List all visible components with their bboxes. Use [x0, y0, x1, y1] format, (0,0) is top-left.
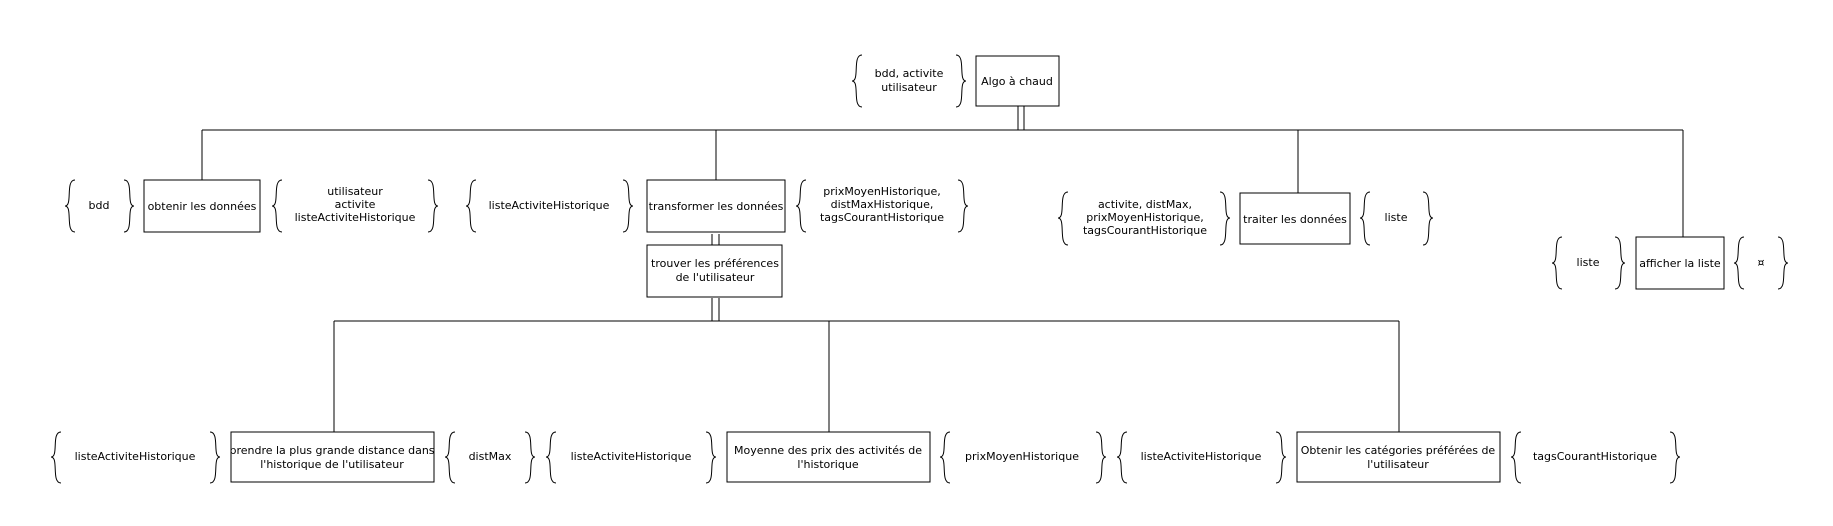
param-text: utilisateur — [881, 81, 937, 94]
param-text: activite — [335, 198, 376, 211]
param-text: distMax — [469, 450, 512, 463]
param-text: liste — [1385, 211, 1408, 224]
step-box-distance[interactable]: prendre la plus grande distance dans l'h… — [229, 431, 435, 483]
connector-lines — [201, 106, 1684, 432]
box-label: l'historique — [797, 458, 858, 471]
root-box[interactable]: Algo à chaud — [975, 55, 1060, 107]
box-label: de l'utilisateur — [676, 271, 755, 284]
step-box-obtenir[interactable]: obtenir les données — [143, 179, 261, 233]
step-box-categories[interactable]: Obtenir les catégories préférées de l'ut… — [1296, 431, 1501, 483]
param-text: tagsCourantHistorique — [820, 211, 944, 224]
box-label: traiter les données — [1243, 213, 1347, 226]
box-label: Obtenir les catégories préférées de — [1301, 444, 1496, 457]
param-text: activite, distMax, — [1098, 198, 1192, 211]
param-text: ¤ — [1758, 256, 1765, 269]
step-box-trouver[interactable]: trouver les préférences de l'utilisateur — [646, 244, 783, 298]
box-label: trouver les préférences — [651, 257, 779, 270]
param-text: bdd, activite — [875, 67, 944, 80]
box-label: transformer les données — [649, 200, 784, 213]
step-box-afficher[interactable]: afficher la liste — [1635, 236, 1725, 290]
box-label: Algo à chaud — [981, 75, 1053, 88]
param-text: liste — [1577, 256, 1600, 269]
traiter-output-param: liste — [1359, 191, 1434, 246]
param-text: listeActiviteHistorique — [489, 199, 610, 212]
obtenir-output-param: utilisateur activite listeActiviteHistor… — [271, 179, 439, 233]
box-label: l'utilisateur — [1367, 458, 1429, 471]
box-label: prendre la plus grande distance dans — [229, 444, 434, 457]
box-label: Moyenne des prix des activités de — [734, 444, 922, 457]
moyenne-output-param: prixMoyenHistorique — [939, 431, 1107, 484]
param-text: prixMoyenHistorique, — [1086, 211, 1203, 224]
distance-output-param: distMax — [444, 431, 536, 484]
step-box-traiter[interactable]: traiter les données — [1239, 192, 1351, 245]
param-text: listeActiviteHistorique — [295, 211, 416, 224]
param-text: distMaxHistorique, — [831, 198, 934, 211]
traiter-input-param: activite, distMax, prixMoyenHistorique, … — [1057, 191, 1231, 246]
param-text: listeActiviteHistorique — [1141, 450, 1262, 463]
param-text: listeActiviteHistorique — [75, 450, 196, 463]
distance-input-param: listeActiviteHistorique — [50, 431, 221, 484]
box-label: l'historique de l'utilisateur — [260, 458, 404, 471]
param-text: prixMoyenHistorique — [965, 450, 1079, 463]
moyenne-input-param: listeActiviteHistorique — [545, 431, 717, 484]
param-text: utilisateur — [327, 185, 383, 198]
param-text: listeActiviteHistorique — [571, 450, 692, 463]
step-box-transformer[interactable]: transformer les données — [646, 179, 786, 233]
param-text: tagsCourantHistorique — [1083, 224, 1207, 237]
transformer-output-param: prixMoyenHistorique, distMaxHistorique, … — [795, 179, 969, 233]
param-text: prixMoyenHistorique, — [823, 185, 940, 198]
afficher-input-param: liste — [1551, 236, 1626, 290]
box-label: afficher la liste — [1639, 257, 1721, 270]
transformer-input-param: listeActiviteHistorique — [465, 179, 634, 233]
param-text: tagsCourantHistorique — [1533, 450, 1657, 463]
box-label: obtenir les données — [148, 200, 257, 213]
categories-output-param: tagsCourantHistorique — [1510, 431, 1681, 484]
param-text: bdd — [89, 199, 110, 212]
afficher-output-param: ¤ — [1733, 236, 1789, 290]
step-box-moyenne[interactable]: Moyenne des prix des activités de l'hist… — [726, 431, 931, 483]
obtenir-input-param: bdd — [64, 179, 135, 233]
categories-input-param: listeActiviteHistorique — [1116, 431, 1287, 484]
root-input-param: bdd, activite utilisateur — [851, 54, 967, 108]
